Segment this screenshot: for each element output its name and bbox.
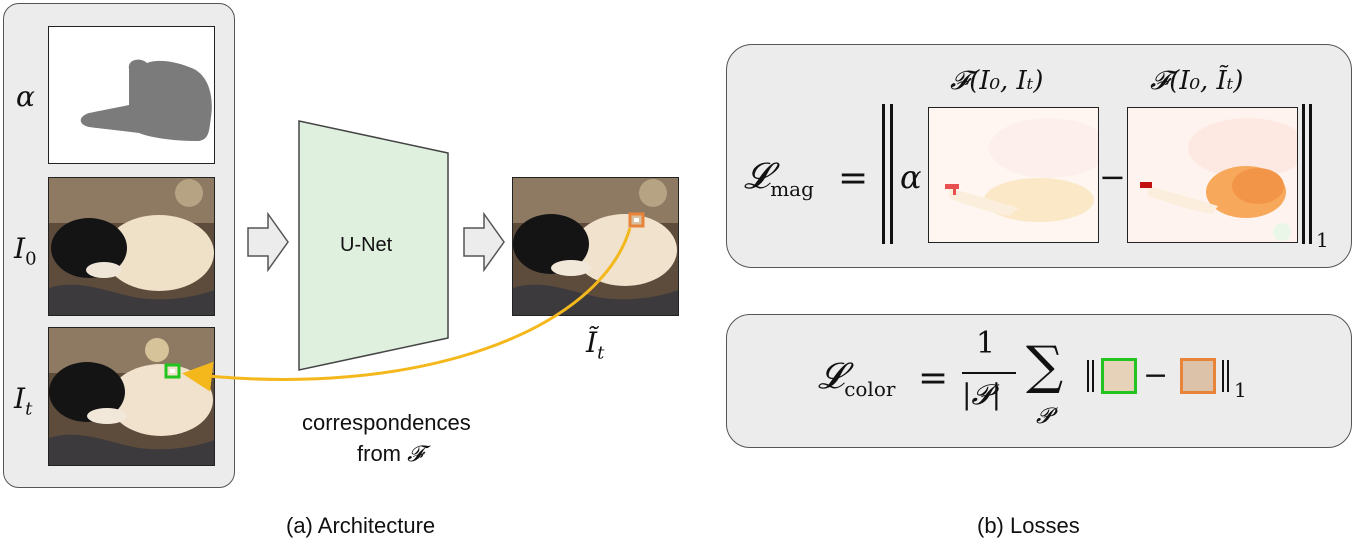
color-loss-panel [726, 314, 1352, 448]
flow-map-2 [1127, 107, 1298, 243]
cat-photo-output [513, 178, 678, 315]
arrow-right-icon [247, 212, 289, 272]
flow-map-1-graphic [929, 108, 1098, 242]
correspondences-line1: correspondences [302, 410, 471, 435]
output-label: Ĩt [586, 326, 605, 364]
norm-bar-left [882, 104, 885, 244]
color-loss-symbol: 𝓛color [818, 356, 896, 402]
frac-denominator: |𝓟| [962, 378, 1002, 411]
alpha-matte-image [48, 26, 215, 164]
sum-symbol: ∑ [1026, 336, 1064, 396]
alpha-matte-shape [80, 59, 212, 141]
flow1-label: 𝓕(I₀, Iₜ) [950, 66, 1044, 96]
i0-label: I0 [14, 232, 37, 270]
frac-bar [962, 372, 1016, 374]
arrow-right-icon-2 [463, 212, 505, 272]
alpha-label: α [16, 80, 35, 113]
color-minus: − [1143, 358, 1169, 393]
it-label: It [14, 382, 33, 420]
norm-bar-right-2 [1309, 104, 1312, 244]
cat-photo-i0 [49, 178, 214, 315]
color-norm-bar-right-2 [1227, 360, 1229, 392]
mag-loss-symbol: 𝓛mag [744, 156, 814, 202]
green-patch-swatch [1101, 358, 1137, 394]
output-frame-image [512, 177, 679, 316]
norm-bar-right [1302, 104, 1305, 244]
cat-photo-it [49, 328, 214, 465]
flow-map-2-graphic [1128, 108, 1297, 242]
color-equals: = [918, 358, 949, 399]
flow-map-1 [928, 107, 1099, 243]
flow2-label: 𝓕(I₀, Ĩₜ) [1150, 66, 1244, 96]
norm-bar-left-2 [890, 104, 893, 244]
sum-subscript: 𝓟 [1036, 404, 1052, 429]
frac-numerator: 1 [976, 326, 996, 361]
caption-architecture: (a) Architecture [286, 513, 436, 538]
color-norm-sub: 1 [1234, 378, 1247, 402]
color-norm-bar-left [1087, 360, 1089, 392]
correspondence-patch-green [164, 363, 181, 379]
mag-norm-sub: 1 [1316, 228, 1329, 252]
mag-equals: = [838, 158, 869, 199]
it-frame-image [48, 327, 215, 466]
unet-label: U-Net [340, 234, 393, 256]
orange-patch-swatch [1180, 358, 1216, 394]
correspondences-line2: from 𝓕 [357, 441, 424, 467]
color-norm-bar-left-2 [1092, 360, 1094, 392]
caption-losses: (b) Losses [977, 513, 1080, 538]
mag-minus: − [1099, 158, 1126, 196]
i0-frame-image [48, 177, 215, 316]
mag-alpha: α [900, 158, 922, 196]
unet-block [298, 120, 449, 371]
color-norm-bar-right [1222, 360, 1224, 392]
